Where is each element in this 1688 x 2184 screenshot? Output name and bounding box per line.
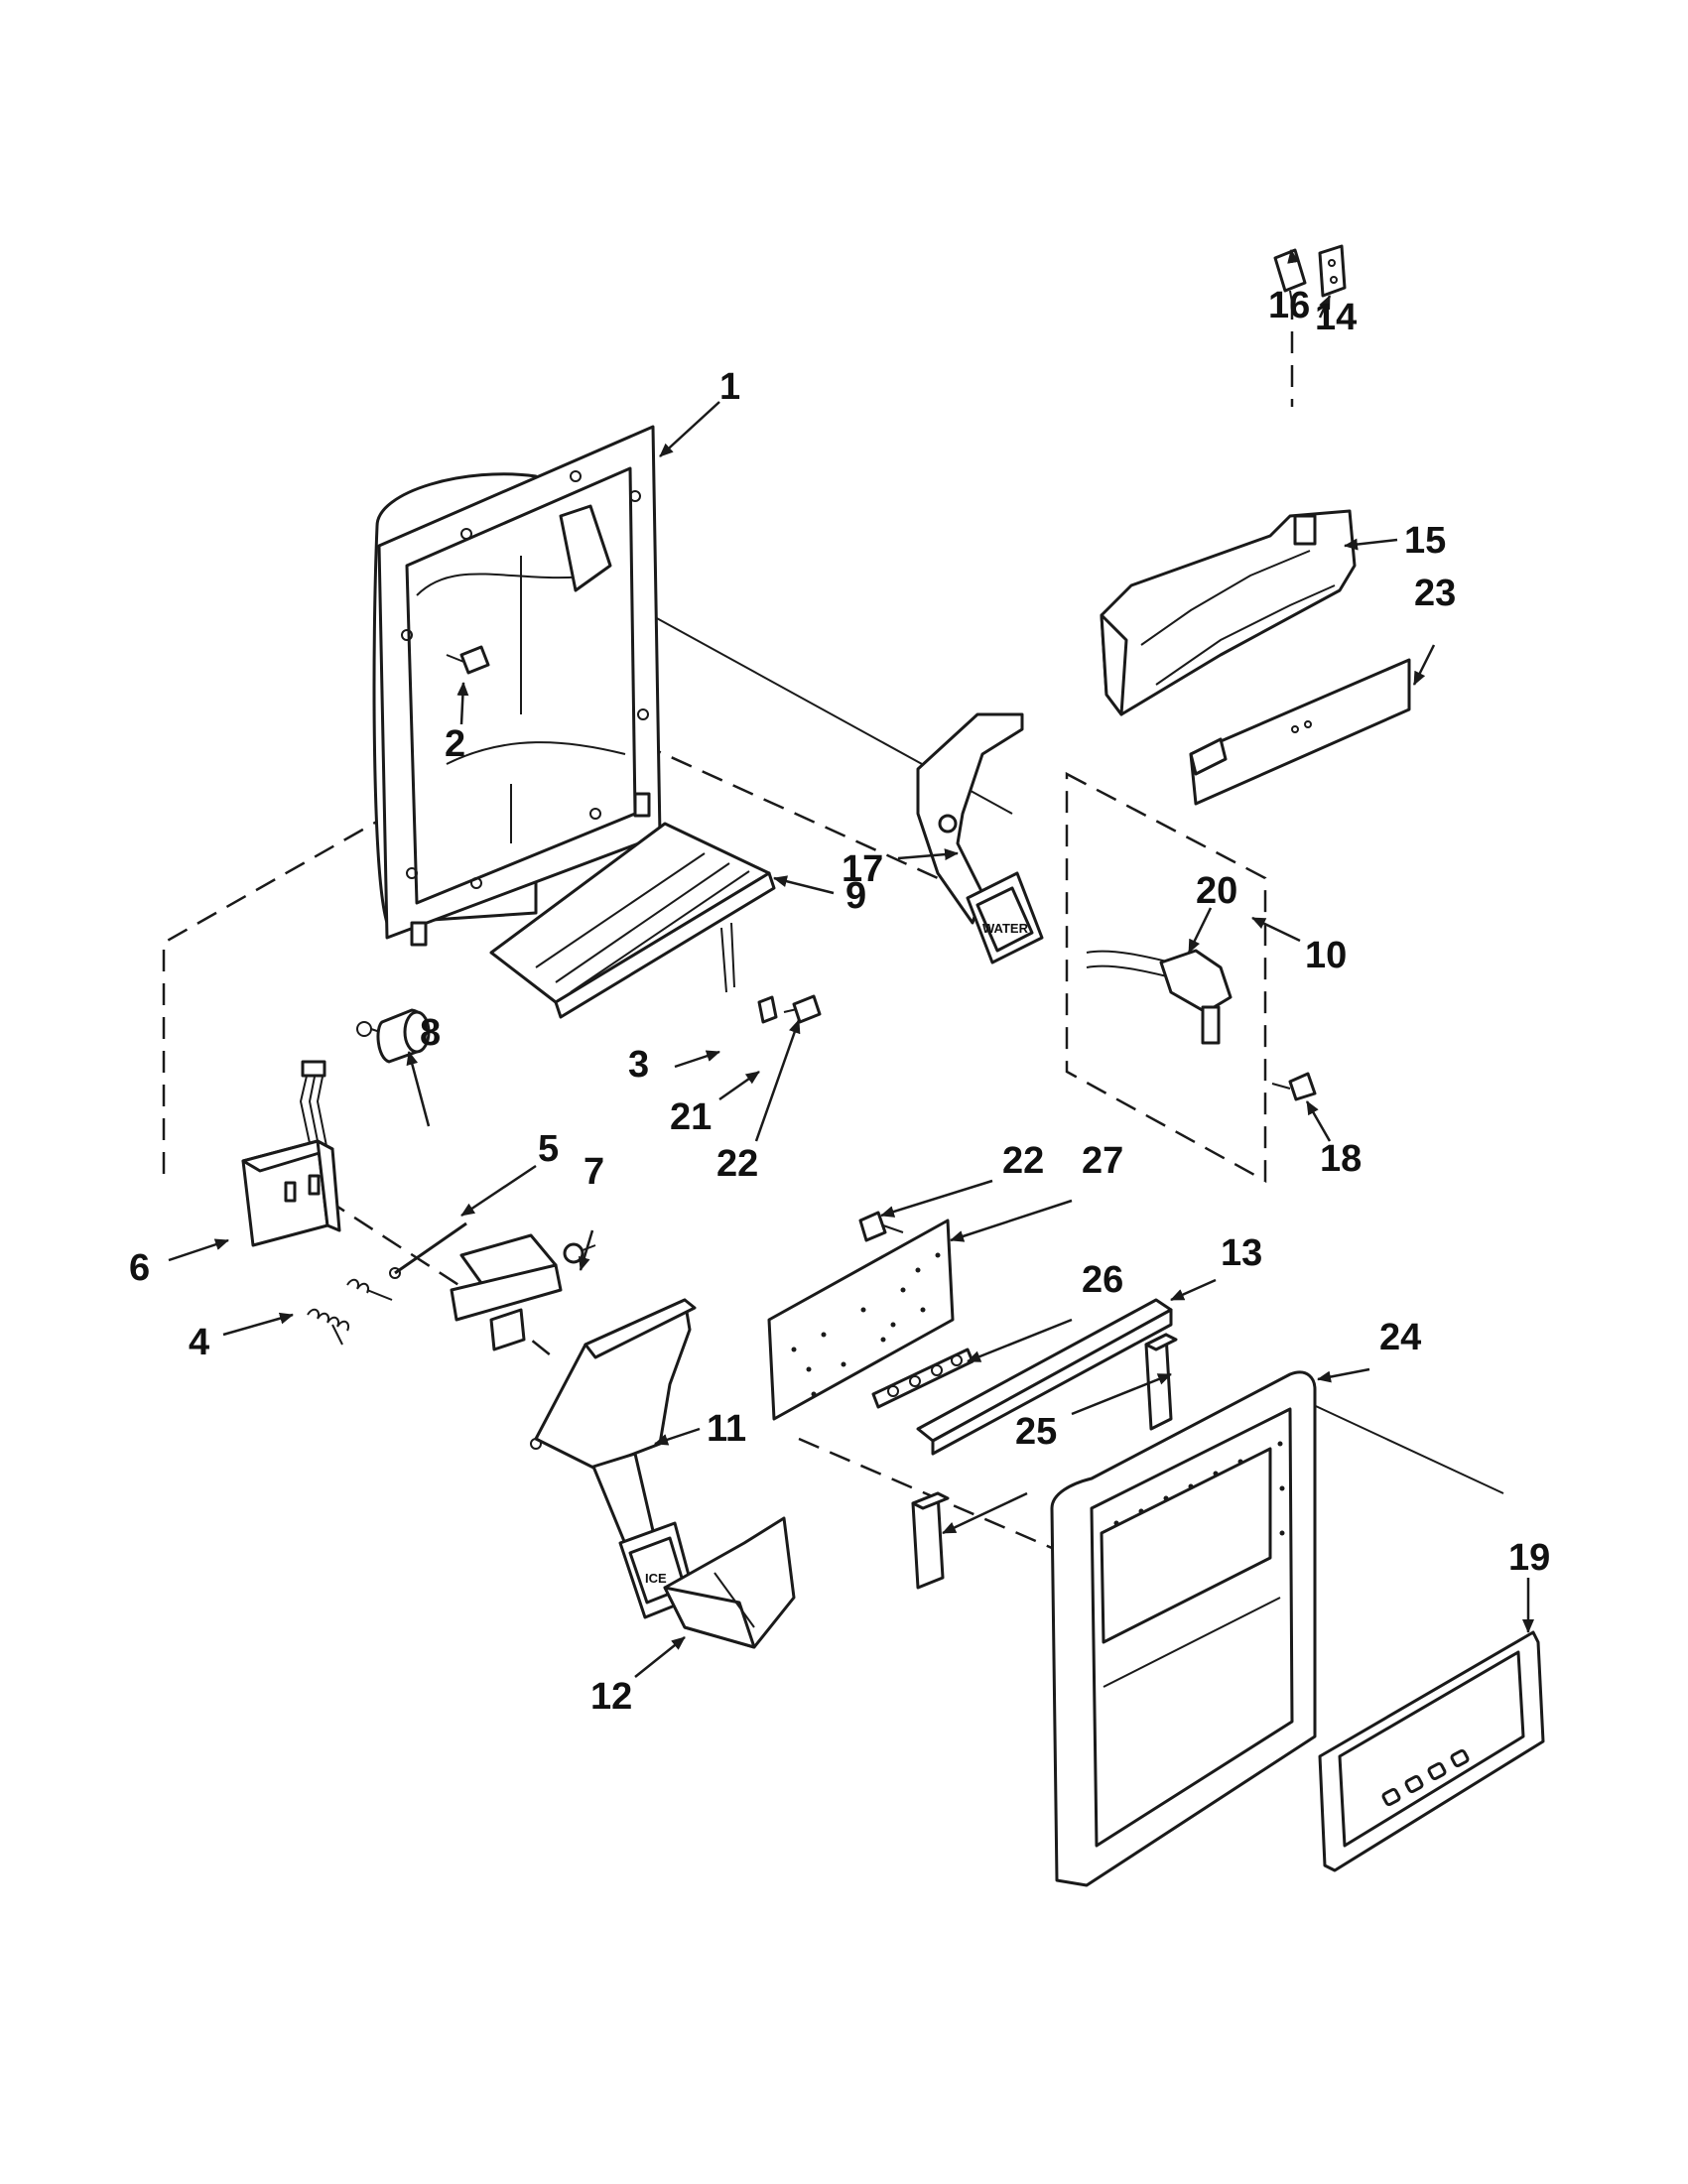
callout-14: 14 bbox=[1315, 297, 1357, 338]
callout-3: 3 bbox=[628, 1044, 649, 1086]
callout-21: 21 bbox=[670, 1096, 712, 1138]
callout-12: 12 bbox=[590, 1676, 632, 1718]
callout-26: 26 bbox=[1082, 1259, 1123, 1301]
callout-20: 20 bbox=[1196, 870, 1237, 912]
part-5-pin bbox=[389, 1221, 467, 1279]
callout-6: 6 bbox=[129, 1247, 150, 1289]
part-6-switch-box bbox=[241, 1060, 341, 1247]
callout-5: 5 bbox=[538, 1128, 559, 1170]
callout-17: 17 bbox=[842, 848, 883, 890]
part-19-front-panel bbox=[1318, 1630, 1545, 1872]
callout-22-upper: 22 bbox=[1002, 1140, 1044, 1182]
callout-22: 22 bbox=[716, 1143, 758, 1185]
part-25-foam-block-lower bbox=[911, 1491, 950, 1590]
callout-8: 8 bbox=[420, 1012, 441, 1054]
callout-25: 25 bbox=[1015, 1411, 1057, 1453]
callout-leaders bbox=[168, 249, 1534, 1678]
part-23-control-board bbox=[1189, 658, 1411, 806]
callout-13: 13 bbox=[1221, 1232, 1262, 1274]
callout-4: 4 bbox=[189, 1322, 209, 1363]
part-11-ice-paddle: ICE bbox=[530, 1298, 697, 1619]
callout-24: 24 bbox=[1379, 1317, 1421, 1358]
part-22-screw bbox=[858, 1211, 904, 1242]
part-17-water-paddle: WATER bbox=[916, 712, 1044, 964]
part-26-button-strip bbox=[871, 1348, 974, 1409]
callout-2: 2 bbox=[445, 723, 465, 765]
callout-19: 19 bbox=[1508, 1537, 1550, 1579]
part-14-insulator bbox=[1318, 244, 1347, 298]
part-24-trim-frame bbox=[1050, 1370, 1317, 1887]
part-4-spring bbox=[307, 1278, 393, 1346]
callout-9: 9 bbox=[845, 875, 866, 917]
callout-10: 10 bbox=[1305, 935, 1347, 976]
part-8-solenoid bbox=[356, 1008, 431, 1064]
part-3-21-22-hardware bbox=[720, 922, 822, 1024]
callout-15: 15 bbox=[1404, 520, 1446, 562]
ice-button-label: ICE bbox=[645, 1571, 667, 1586]
callout-1: 1 bbox=[719, 366, 740, 408]
callout-7: 7 bbox=[584, 1151, 604, 1193]
part-9-drip-tray bbox=[489, 822, 776, 1019]
part-7-actuator-bracket bbox=[450, 1233, 596, 1351]
part-2-screw bbox=[446, 645, 490, 675]
part-13-light-bar bbox=[916, 1298, 1173, 1456]
callout-27: 27 bbox=[1082, 1140, 1123, 1182]
part-18-screw bbox=[1271, 1072, 1317, 1101]
callout-18: 18 bbox=[1320, 1138, 1362, 1180]
part-1-dispenser-housing bbox=[372, 425, 662, 947]
part-20-water-valve bbox=[1086, 949, 1233, 1045]
part-15-housing-bracket bbox=[1100, 509, 1357, 716]
callout-numbers: 1 2 3 4 5 6 7 8 9 10 11 12 13 14 15 16 1… bbox=[129, 285, 1550, 1718]
callout-11: 11 bbox=[707, 1408, 746, 1450]
part-27-circuit-board bbox=[767, 1219, 955, 1421]
part-12-ice-chute bbox=[663, 1516, 796, 1649]
callout-16: 16 bbox=[1268, 285, 1310, 326]
callout-23: 23 bbox=[1414, 573, 1456, 614]
water-button-label: WATER bbox=[982, 921, 1029, 936]
